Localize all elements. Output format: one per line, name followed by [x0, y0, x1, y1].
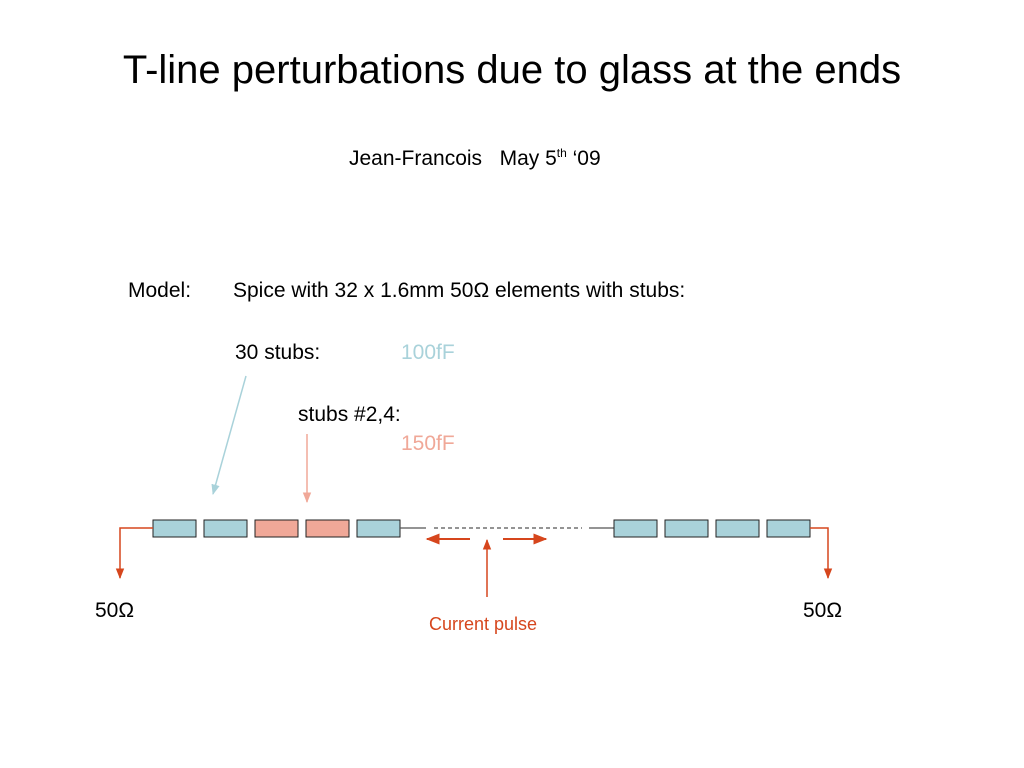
author-name: Jean-Francois: [349, 147, 483, 170]
slide-title: T-line perturbations due to glass at the…: [122, 48, 902, 92]
tline-element-4: [305, 519, 350, 538]
tline-element-31: [715, 519, 760, 538]
current-pulse-label: Current pulse: [429, 614, 538, 634]
stubs-30-label: 30 stubs:: [235, 341, 321, 364]
date-superscript: th: [556, 146, 567, 160]
tline-element-30: [664, 519, 709, 538]
date-text: May 5: [499, 147, 557, 170]
termination-right-label: 50Ω: [803, 599, 843, 622]
stubs-30-value: 100fF: [401, 341, 455, 364]
termination-right-arrow: [810, 527, 833, 580]
tline-element-1: [152, 519, 197, 538]
byline: Jean-Francois May 5th ‘09: [349, 145, 601, 173]
tline-element-29: [613, 519, 658, 538]
tline-element-2: [203, 519, 248, 538]
termination-left-label: 50Ω: [95, 599, 135, 622]
model-description: Spice with 32 x 1.6mm 50Ω elements with …: [233, 279, 686, 302]
pointer-arrow-100fF: [211, 375, 247, 496]
termination-left-arrow: [115, 527, 153, 580]
tline-element-5: [356, 519, 401, 538]
stubs-2-4-label: stubs #2,4:: [298, 403, 401, 426]
tline-element-32: [766, 519, 811, 538]
date-year: ‘09: [566, 147, 601, 170]
tline-element-3: [254, 519, 299, 538]
model-label: Model:: [128, 279, 192, 302]
stubs-2-4-value: 150fF: [401, 432, 455, 455]
